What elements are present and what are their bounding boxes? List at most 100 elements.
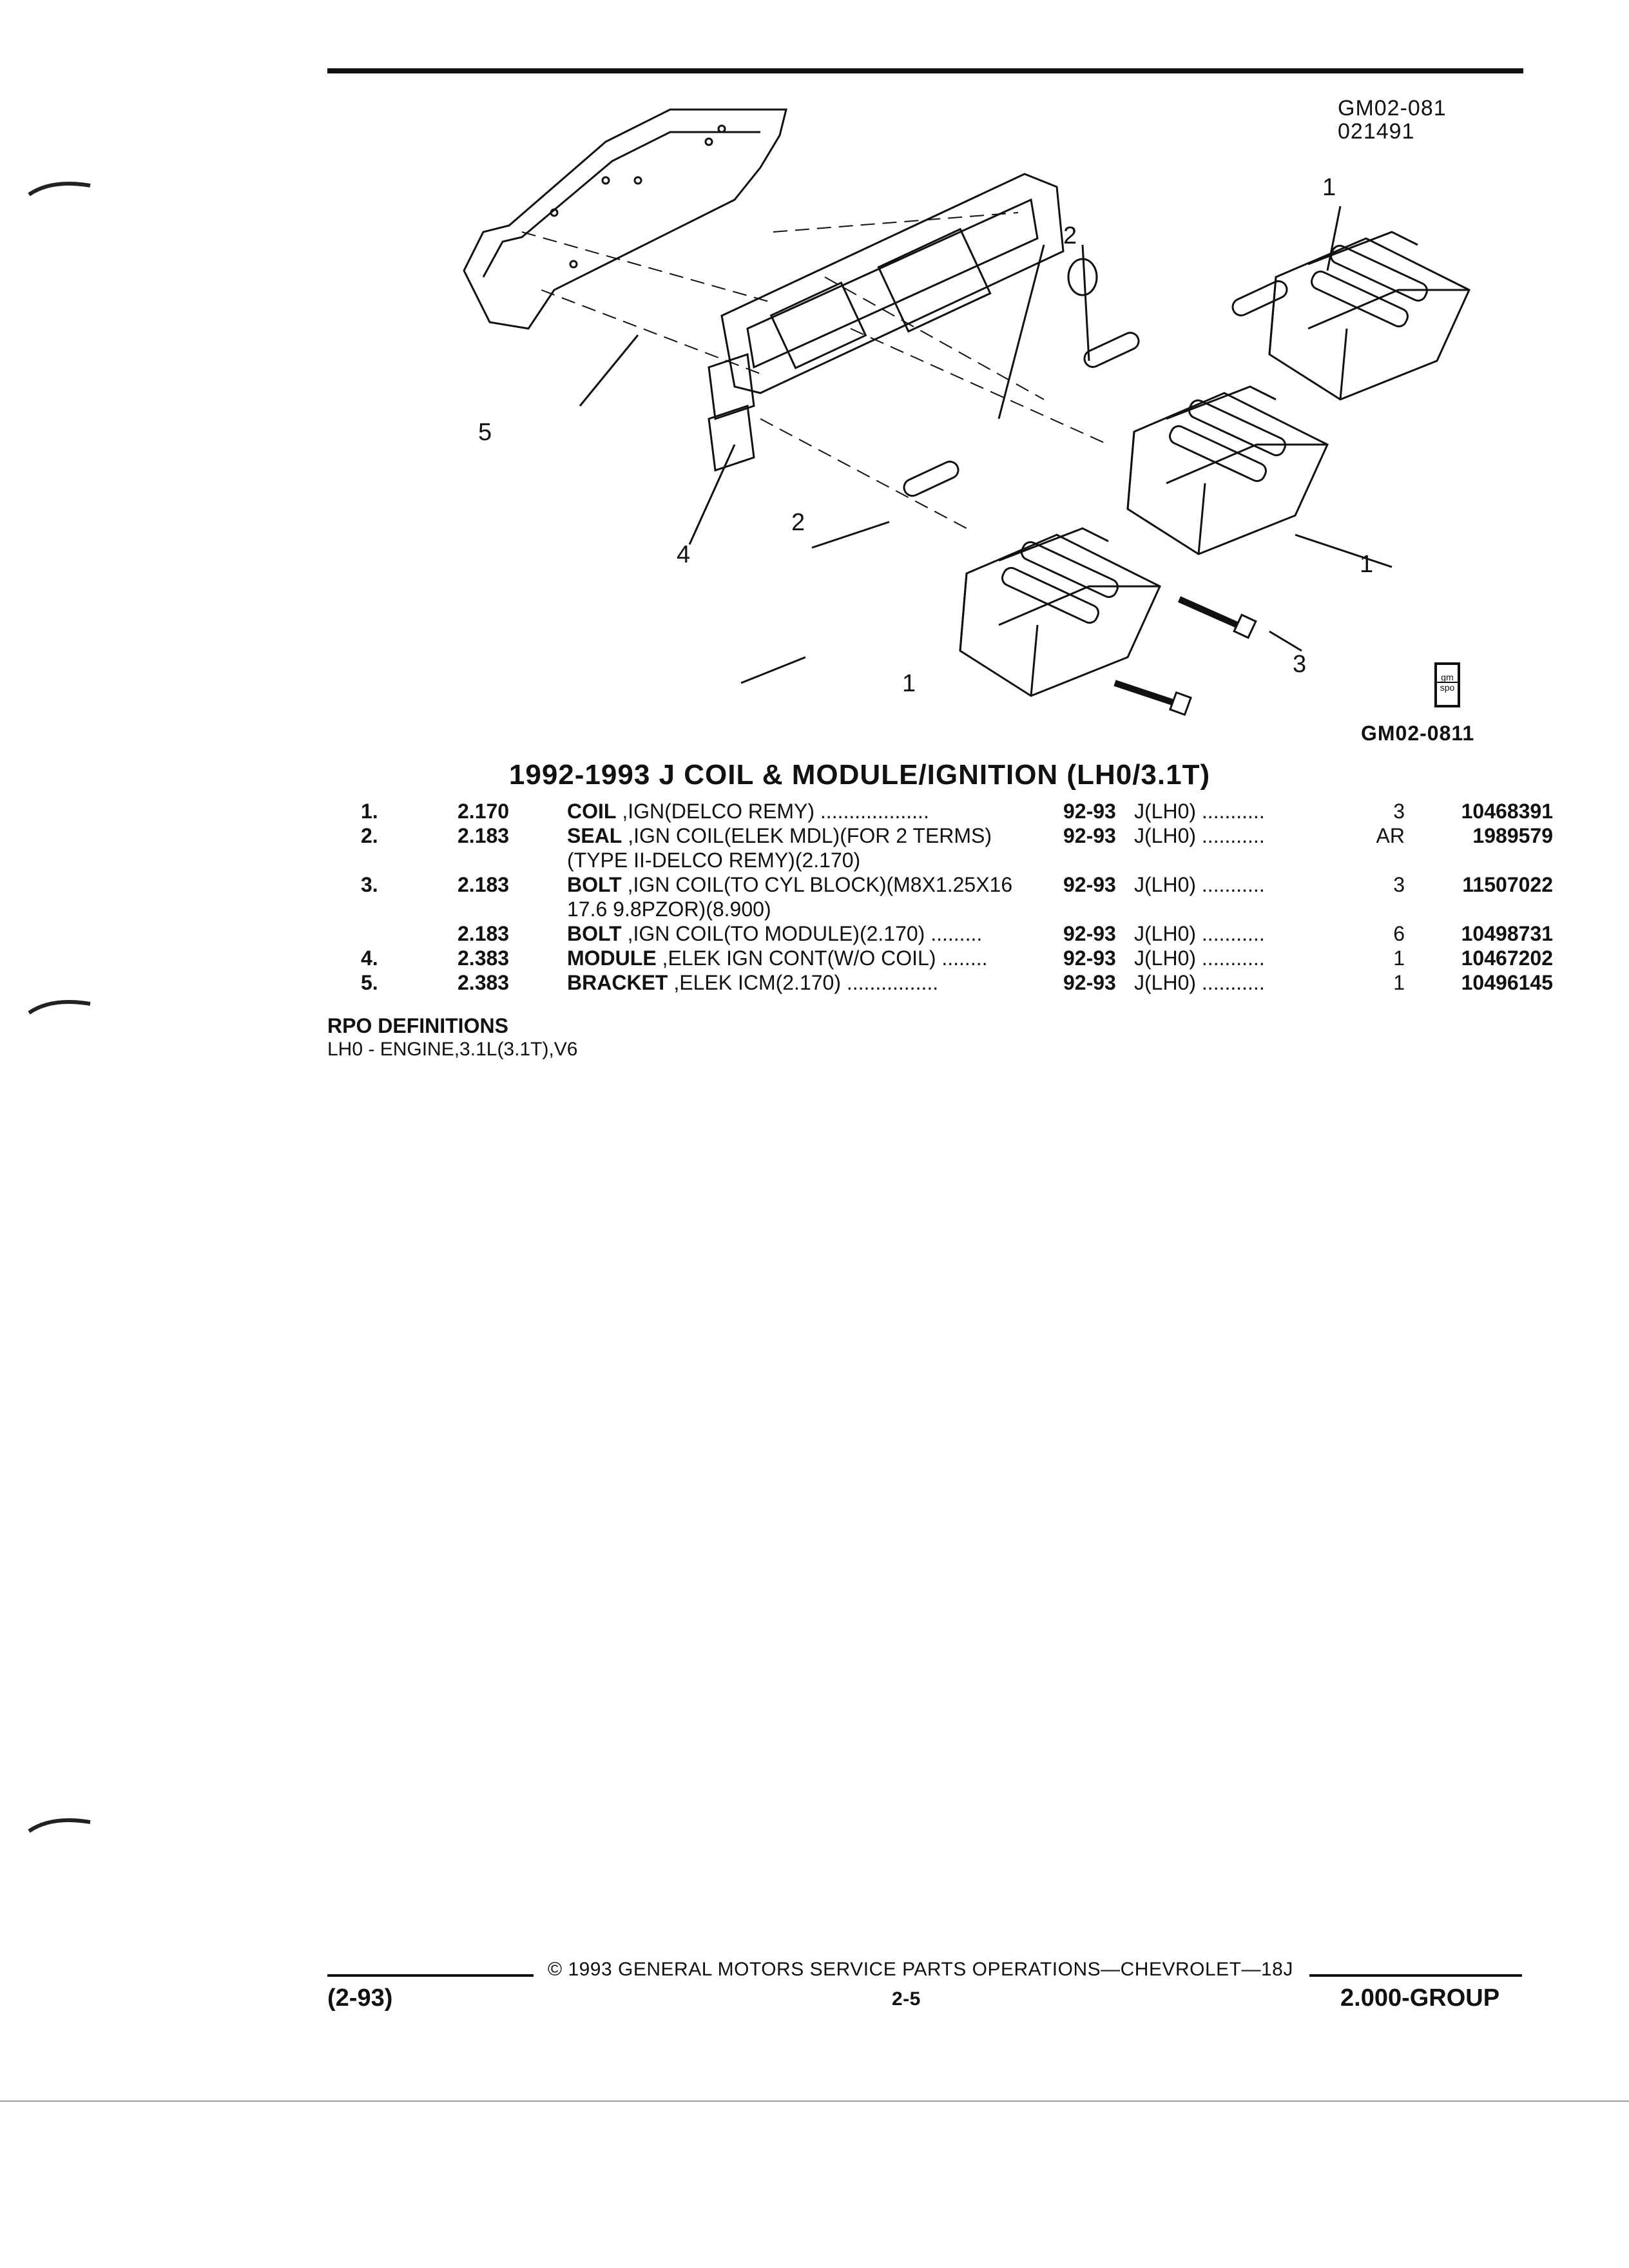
quantity: AR (1376, 824, 1405, 847)
ignition-coil (959, 527, 1161, 697)
callout-bracket: 5 (478, 419, 492, 446)
item-number: 5. (361, 971, 378, 994)
part-name: MODULE (567, 947, 657, 970)
group-number: 2.183 (458, 922, 510, 945)
part-description: MODULE ,ELEK IGN CONT(W/O COIL) ........ (567, 946, 1063, 970)
margin-mark (28, 1818, 91, 1833)
ignition-coil (1268, 231, 1470, 401)
group-number: 2.383 (458, 947, 510, 970)
part-number: 10468391 (1461, 800, 1553, 823)
application: J(LH0) ........... (1134, 922, 1265, 945)
part-desc-cont: 17.6 9.8PZOR)(8.900) (567, 898, 771, 921)
part-description: COIL ,IGN(DELCO REMY) ..................… (567, 799, 1063, 823)
parts-row: 1. 2.170 COIL ,IGN(DELCO REMY) ...........… (361, 799, 1553, 823)
application: J(LH0) ........... (1134, 800, 1265, 823)
callout-bolt: 3 (1293, 651, 1307, 678)
part-desc-cont: (TYPE II-DELCO REMY)(2.170) (567, 849, 861, 872)
part-description: SEAL ,IGN COIL(ELEK MDL)(FOR 2 TERMS)(TY… (567, 823, 1063, 872)
application: J(LH0) ........... (1134, 971, 1265, 994)
item-number: 3. (361, 873, 378, 896)
callout-seal: 2 (1063, 222, 1077, 249)
quantity: 3 (1393, 873, 1405, 896)
part-desc-text: ,ELEK IGN CONT(W/O COIL) (656, 947, 936, 970)
part-description: BRACKET ,ELEK ICM(2.170) ...............… (567, 970, 1063, 995)
model-years: 92-93 (1063, 947, 1116, 970)
part-number: 10467202 (1461, 947, 1553, 970)
quantity: 1 (1393, 971, 1405, 994)
callout-seal: 2 (791, 509, 805, 536)
top-rule (327, 68, 1523, 73)
callout-coil: 1 (902, 670, 916, 697)
margin-mark (28, 1000, 91, 1015)
callout-coil: 1 (1322, 174, 1336, 201)
part-desc-text: ,ELEK ICM(2.170) (668, 971, 841, 994)
parts-row: 2. 2.183 SEAL ,IGN COIL(ELEK MDL)(FOR 2 TE… (361, 823, 1553, 872)
catalog-date: 021491 (1338, 119, 1415, 144)
quantity: 3 (1393, 800, 1405, 823)
part-desc-text: ,IGN COIL(ELEK MDL)(FOR 2 TERMS) (622, 824, 992, 847)
part-desc-text: ,IGN COIL(TO CYL BLOCK)(M8X1.25X16 (621, 873, 1013, 896)
part-number: 1989579 (1472, 824, 1553, 847)
group-number: 2.170 (458, 800, 510, 823)
application: J(LH0) ........... (1134, 873, 1265, 896)
coil-seal (903, 280, 1288, 497)
ignition-module (708, 173, 1098, 472)
bottom-rule (0, 2100, 1629, 2102)
footer-group: 2.000-GROUP (1340, 1984, 1500, 2012)
bracket-plate (463, 108, 787, 330)
part-name: BOLT (567, 922, 622, 945)
ignition-coil (1126, 385, 1329, 555)
part-name: BRACKET (567, 971, 668, 994)
group-number: 2.183 (458, 873, 510, 896)
quantity: 6 (1393, 922, 1405, 945)
model-years: 92-93 (1063, 800, 1116, 823)
rpo-heading: RPO DEFINITIONS (327, 1014, 508, 1037)
part-number: 10498731 (1461, 922, 1553, 945)
item-number (361, 921, 458, 946)
quantity: 1 (1393, 947, 1405, 970)
section-title: 1992-1993 J COIL & MODULE/IGNITION (LH0/… (508, 759, 1211, 791)
parts-row: 2.183 BOLT ,IGN COIL(TO MODULE)(2.170) ..… (361, 921, 1553, 946)
callout-coil: 1 (1360, 551, 1374, 578)
item-number: 2. (361, 824, 378, 847)
group-number: 2.183 (458, 824, 510, 847)
coil-bolt (1113, 596, 1257, 716)
group-number: 2.383 (458, 971, 510, 994)
callout-module: 4 (677, 541, 691, 568)
part-name: BOLT (567, 873, 622, 896)
exploded-diagram (463, 108, 1470, 716)
part-desc-text: ,IGN COIL(TO MODULE)(2.170) (621, 922, 925, 945)
footer-rule-left (327, 1974, 534, 1977)
part-name: COIL (567, 800, 617, 823)
parts-row: 5. 2.383 BRACKET ,ELEK ICM(2.170) ........… (361, 970, 1553, 995)
part-name: SEAL (567, 824, 622, 847)
part-description: BOLT ,IGN COIL(TO MODULE)(2.170) .......… (567, 921, 1063, 946)
footer-copyright: © 1993 GENERAL MOTORS SERVICE PARTS OPER… (548, 1959, 1293, 1980)
application: J(LH0) ........... (1134, 947, 1265, 970)
model-years: 92-93 (1063, 824, 1116, 847)
parts-table: 1. 2.170 COIL ,IGN(DELCO REMY) ...........… (361, 799, 1553, 995)
model-years: 92-93 (1063, 971, 1116, 994)
application: J(LH0) ........... (1134, 824, 1265, 847)
leader-dots: ........ (936, 947, 988, 970)
model-years: 92-93 (1063, 873, 1116, 896)
part-desc-text: ,IGN(DELCO REMY) (616, 800, 815, 823)
leader-dots: ......... (925, 922, 983, 945)
catalog-code-bottom: GM02-0811 (1361, 722, 1475, 745)
parts-row: 3. 2.183 BOLT ,IGN COIL(TO CYL BLOCK)(M8X1… (361, 872, 1553, 921)
page-number: 2-5 (892, 1988, 921, 2010)
model-years: 92-93 (1063, 922, 1116, 945)
leader-dots: ................... (815, 800, 929, 823)
footer-date: (2-93) (327, 1984, 393, 2012)
leader-dots: ................ (840, 971, 939, 994)
part-number: 11507022 (1462, 873, 1553, 896)
rpo-definition: LH0 - ENGINE,3.1L(3.1T),V6 (327, 1039, 578, 1060)
item-number: 1. (361, 800, 378, 823)
gm-spo-logo-icon: gm spo (1434, 662, 1460, 707)
margin-mark (28, 182, 91, 197)
catalog-code: GM02-081 (1338, 96, 1447, 120)
part-number: 10496145 (1461, 971, 1553, 994)
footer-rule-right (1309, 1974, 1522, 1977)
